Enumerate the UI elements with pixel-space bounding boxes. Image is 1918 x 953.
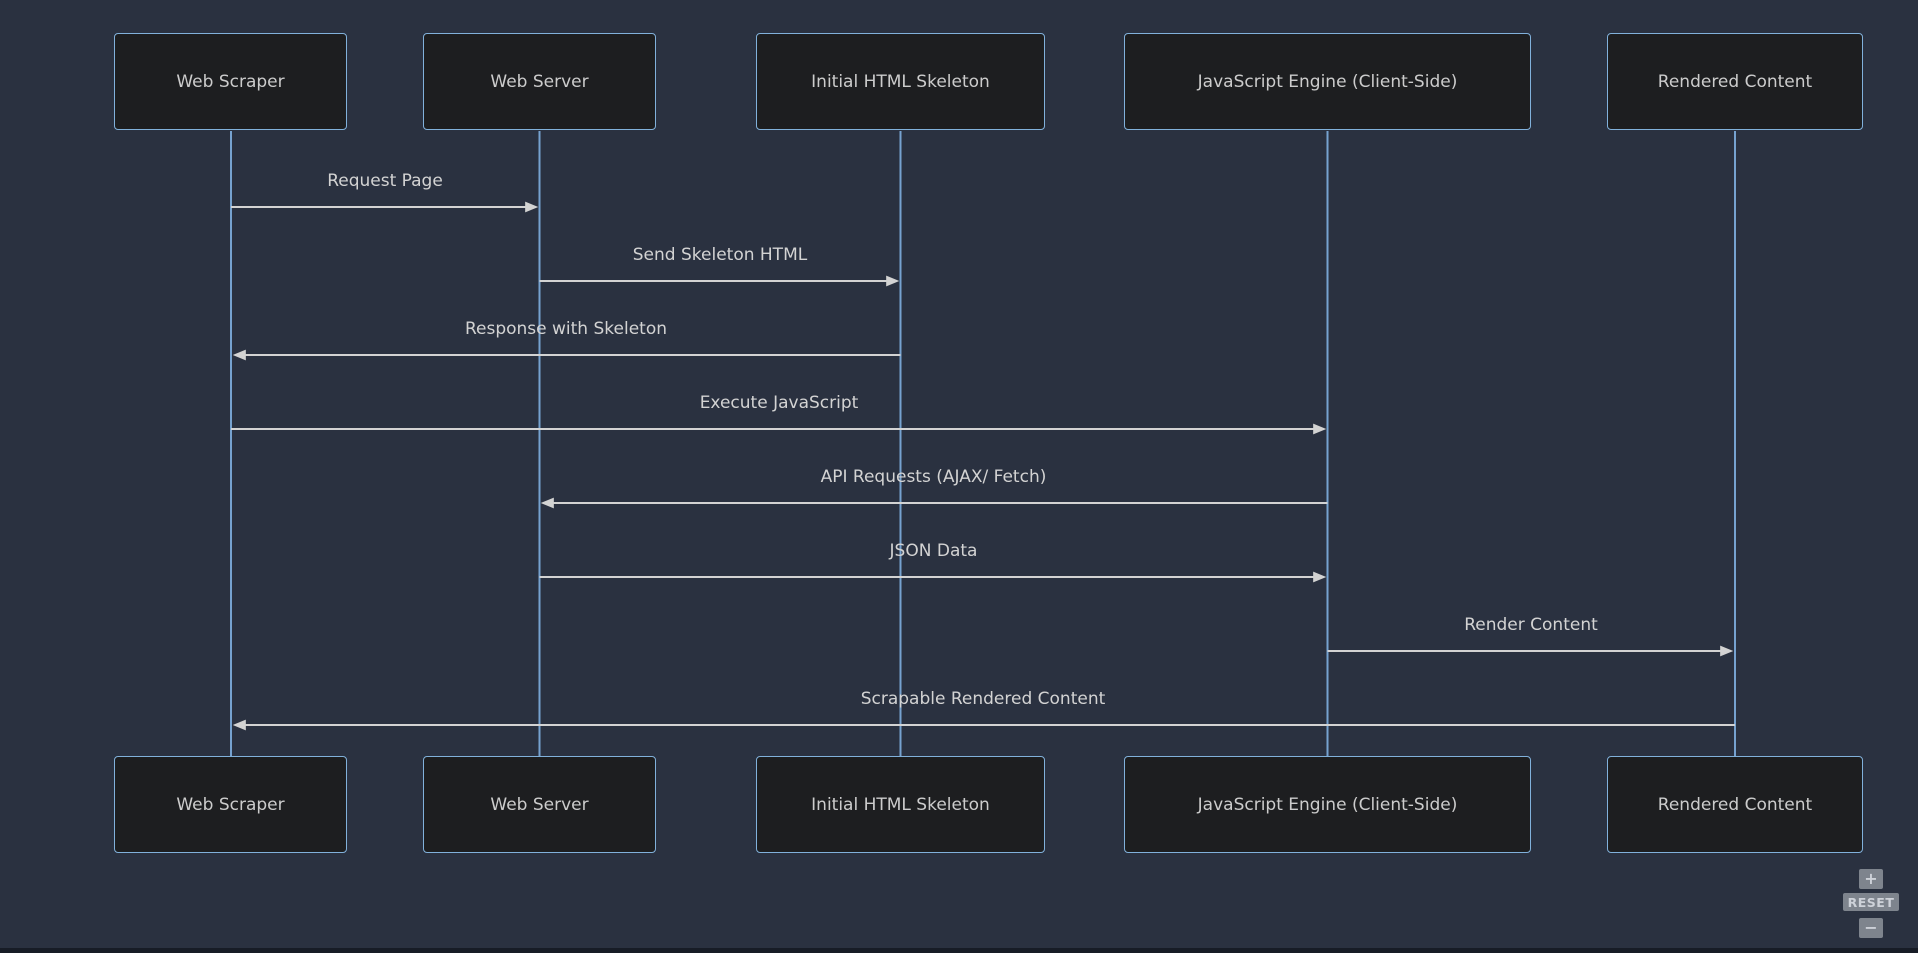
message-label-execute-javascript: Execute JavaScript — [699, 393, 859, 413]
message-label-json-data: JSON Data — [889, 541, 978, 561]
actor-bottom-rendered-content: Rendered Content — [1607, 756, 1863, 853]
actor-top-initial-html-skeleton: Initial HTML Skeleton — [756, 33, 1045, 130]
message-label-request-page: Request Page — [327, 171, 443, 191]
message-label-render-content: Render Content — [1464, 615, 1598, 635]
zoom-in-button[interactable]: + — [1859, 869, 1883, 889]
actor-bottom-javascript-engine: JavaScript Engine (Client-Side) — [1124, 756, 1531, 853]
actor-bottom-web-scraper: Web Scraper — [114, 756, 347, 853]
message-label-scrapable-rendered-content: Scrapable Rendered Content — [860, 689, 1106, 709]
actor-bottom-initial-html-skeleton: Initial HTML Skeleton — [756, 756, 1045, 853]
message-label-api-requests: API Requests (AJAX/ Fetch) — [820, 467, 1047, 487]
actor-top-web-server: Web Server — [423, 33, 656, 130]
window-bottom-edge — [0, 948, 1918, 953]
actor-top-javascript-engine: JavaScript Engine (Client-Side) — [1124, 33, 1531, 130]
message-label-send-skeleton-html: Send Skeleton HTML — [632, 245, 808, 265]
message-label-response-with-skeleton: Response with Skeleton — [464, 319, 668, 339]
actor-bottom-web-server: Web Server — [423, 756, 656, 853]
zoom-out-button[interactable]: − — [1859, 918, 1883, 938]
reset-zoom-button[interactable]: RESET — [1843, 893, 1899, 911]
actor-top-rendered-content: Rendered Content — [1607, 33, 1863, 130]
actor-top-web-scraper: Web Scraper — [114, 33, 347, 130]
